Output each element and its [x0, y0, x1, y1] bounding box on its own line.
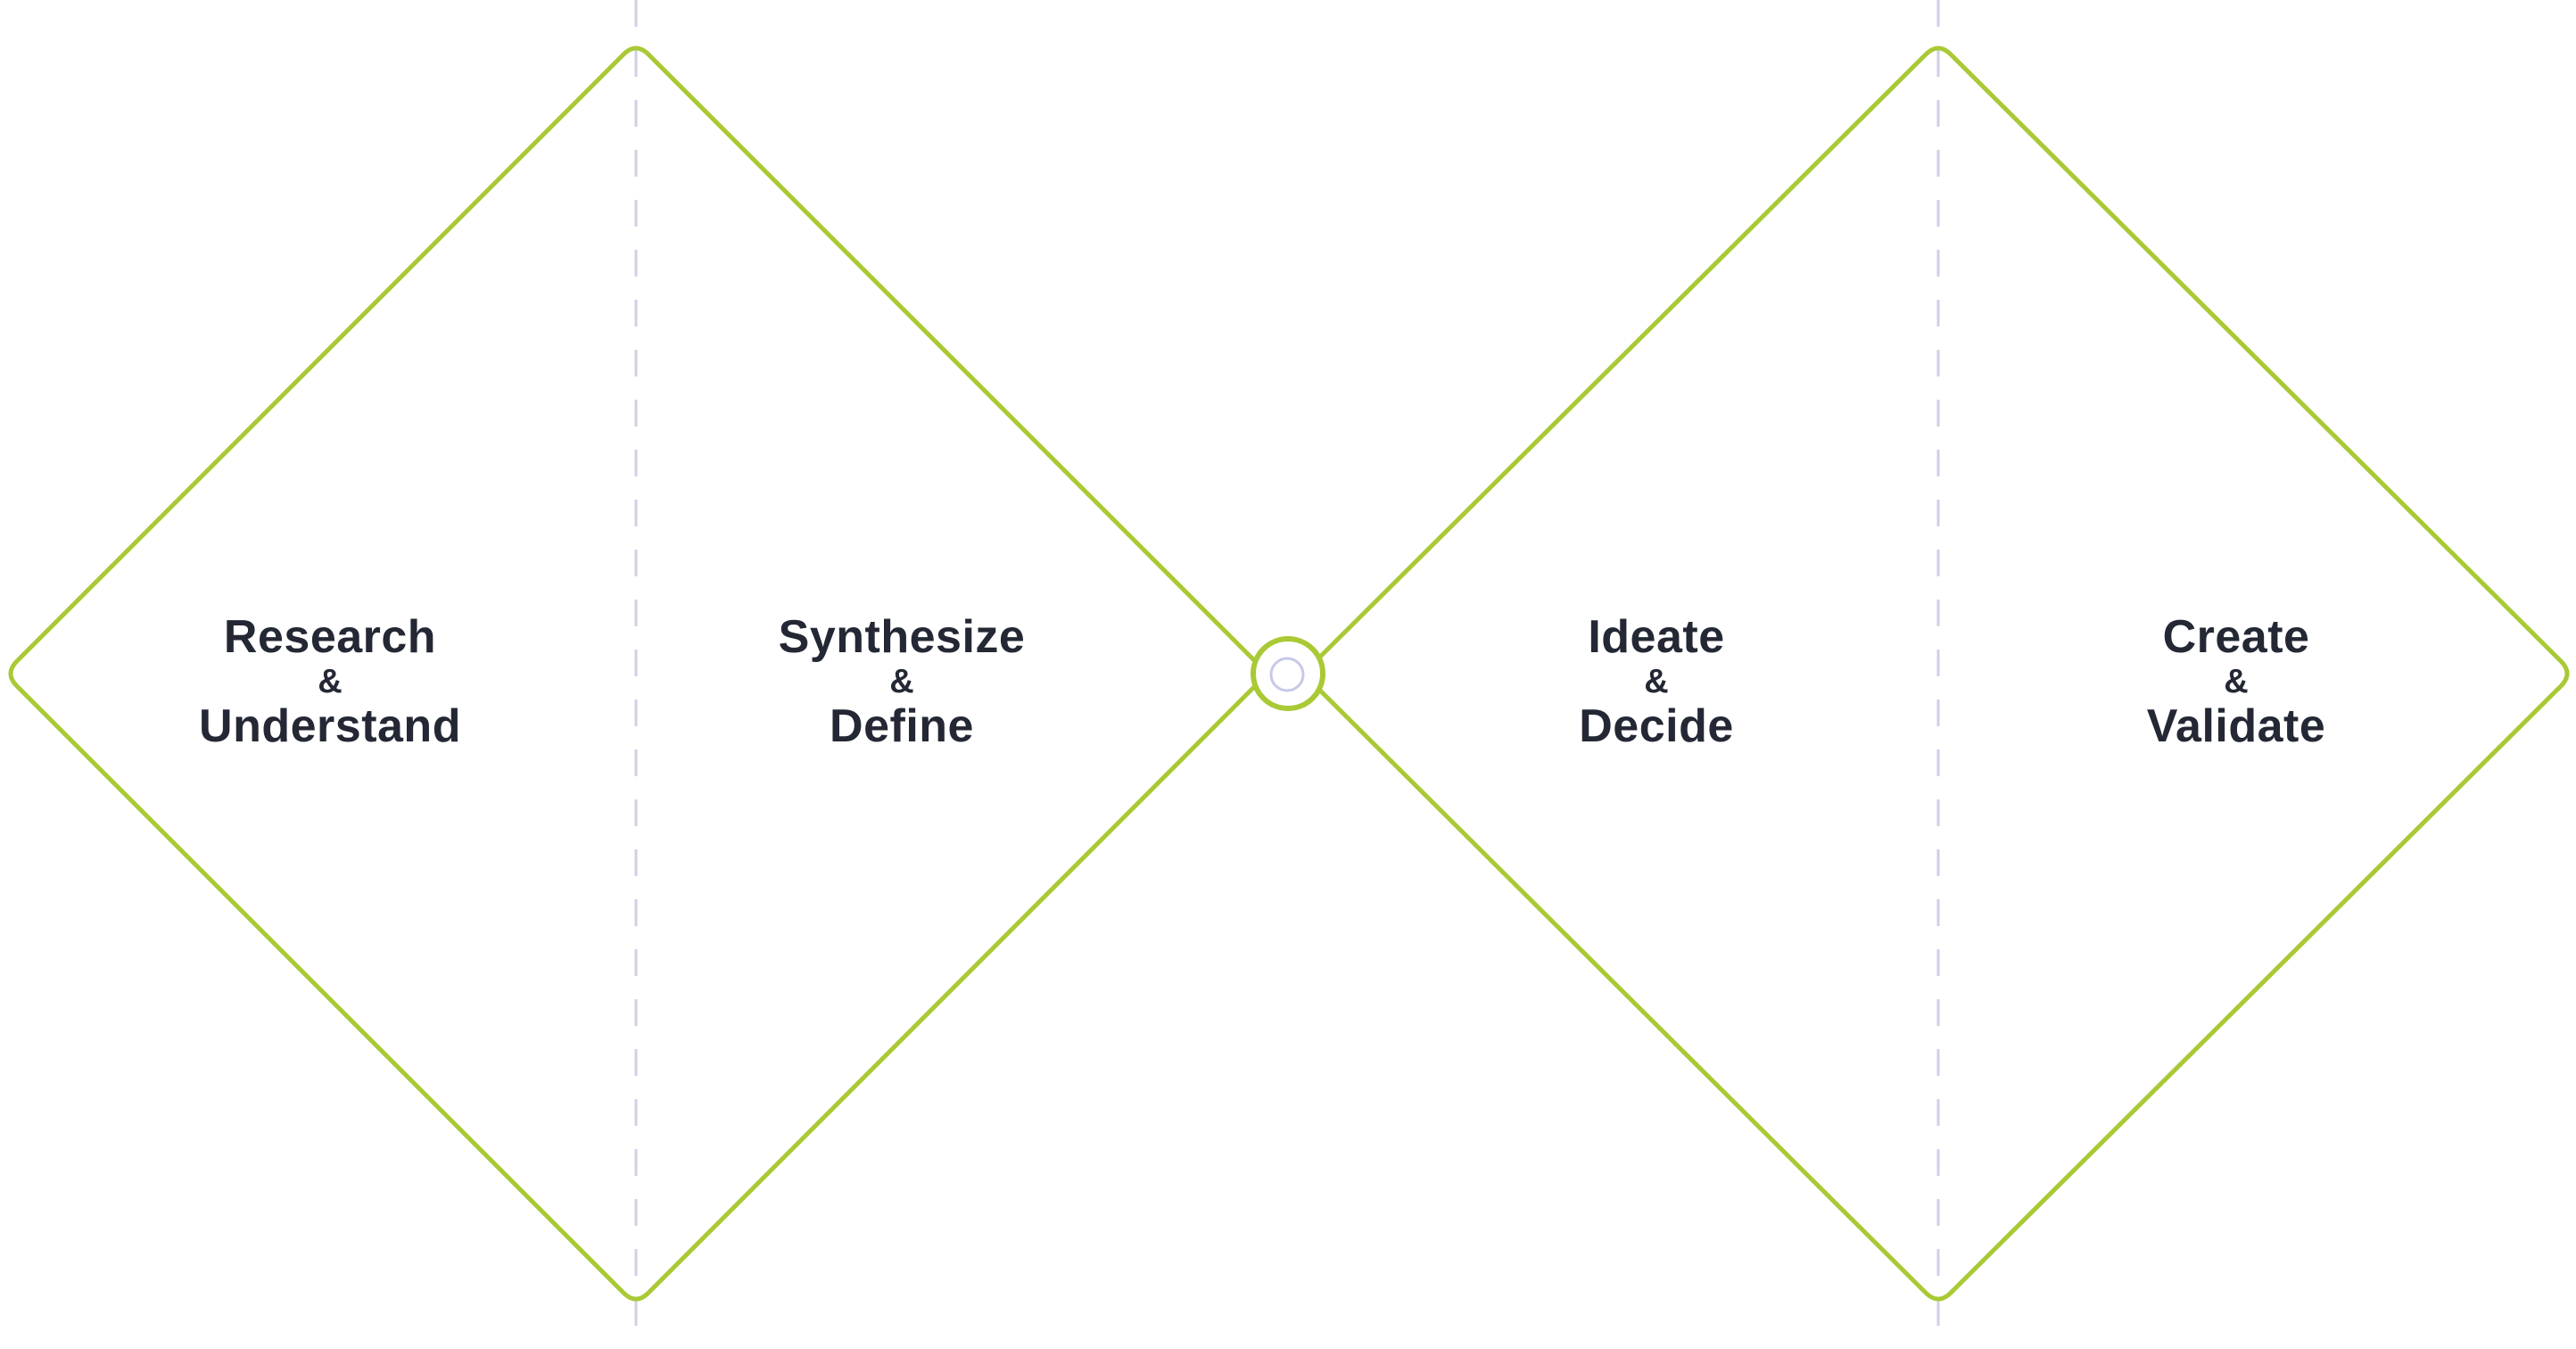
phase-subtitle: Decide [1579, 700, 1734, 752]
phase-connector: & [1644, 663, 1669, 700]
phase-subtitle: Understand [199, 700, 461, 752]
phase-subtitle: Define [830, 700, 974, 752]
diamond-left [8, 46, 1270, 1302]
phase-ideate-decide: Ideate & Decide [1389, 612, 1924, 751]
phase-subtitle: Validate [2146, 700, 2326, 752]
phase-connector: & [2224, 663, 2249, 700]
phase-title: Research [223, 611, 437, 663]
diamond-right [1300, 46, 2570, 1302]
phase-title: Synthesize [778, 611, 1026, 663]
phase-title: Create [2162, 611, 2310, 663]
phase-connector: & [889, 663, 914, 700]
phase-synthesize-define: Synthesize & Define [634, 612, 1169, 751]
phase-title: Ideate [1588, 611, 1725, 663]
phase-research-understand: Research & Understand [62, 612, 598, 751]
phase-connector: & [318, 663, 343, 700]
phase-create-validate: Create & Validate [1969, 612, 2504, 751]
center-node-inner [1269, 657, 1305, 692]
